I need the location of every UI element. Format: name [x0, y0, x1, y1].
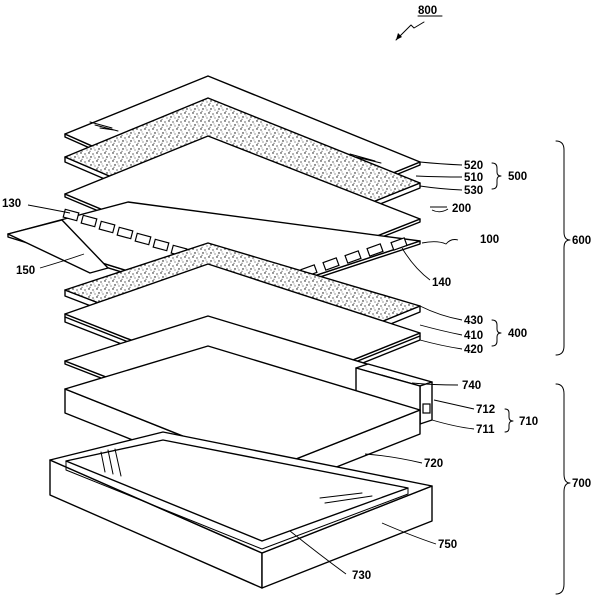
figure-reference: 800 [396, 5, 442, 40]
label-520: 520 [464, 160, 483, 172]
bracket-400 [492, 320, 501, 346]
bracket-710 [505, 409, 513, 432]
label-140: 140 [432, 277, 451, 289]
ref-number: 800 [418, 5, 437, 17]
label-410: 410 [464, 330, 483, 342]
label-530: 530 [464, 185, 483, 197]
label-130: 130 [2, 198, 21, 210]
label-600: 600 [572, 235, 591, 247]
label-400: 400 [508, 328, 527, 340]
frame-750 [50, 432, 432, 588]
bracket-500 [492, 163, 501, 189]
label-740: 740 [462, 380, 481, 392]
bracket-600 [556, 141, 570, 355]
label-750: 750 [438, 539, 457, 551]
label-510: 510 [464, 172, 483, 184]
ref-arrowhead [396, 33, 402, 40]
label-200: 200 [452, 203, 471, 215]
label-711: 711 [476, 424, 495, 436]
label-710: 710 [519, 416, 538, 428]
label-720: 720 [424, 458, 443, 470]
label-712: 712 [476, 404, 495, 416]
label-430: 430 [464, 315, 483, 327]
label-150: 150 [16, 265, 35, 277]
label-100: 100 [480, 234, 499, 246]
label-500: 500 [508, 171, 527, 183]
bracket-700 [556, 384, 570, 594]
label-420: 420 [464, 344, 483, 356]
label-730: 730 [352, 570, 371, 582]
label-700: 700 [572, 478, 591, 490]
